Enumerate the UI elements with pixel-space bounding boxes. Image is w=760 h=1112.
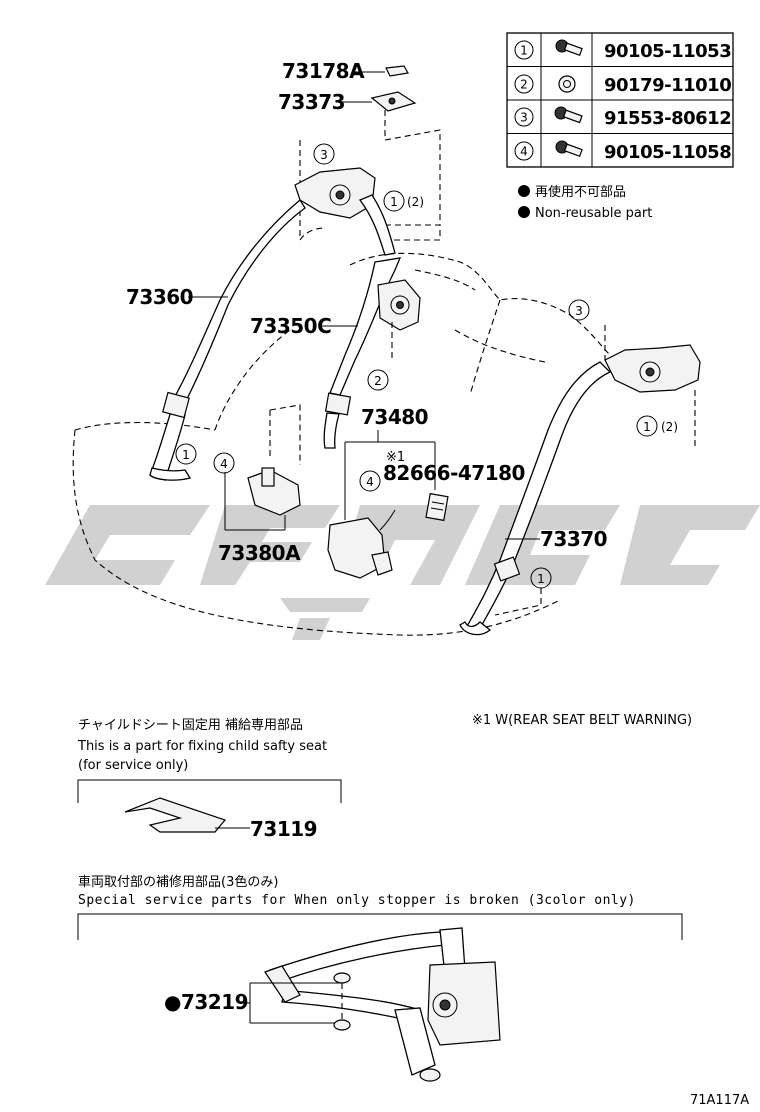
label-73380A: 73380A xyxy=(218,541,301,565)
flange-bolt-icon xyxy=(554,106,583,124)
service-section: 車両取付部の補修用部品(3色のみ) Special service parts … xyxy=(77,874,683,1082)
ref-2: 2 xyxy=(374,374,382,388)
table-part-4: 90105-11058 xyxy=(604,142,731,163)
service-jp: 車両取付部の補修用部品(3色のみ) xyxy=(78,874,278,890)
ref-3: 3 xyxy=(575,304,583,318)
table-part-1: 90105-11053 xyxy=(604,41,731,62)
ref-2-paren: (2) xyxy=(407,195,424,209)
ref-3: 3 xyxy=(320,148,328,162)
ref-1: 1 xyxy=(182,448,190,462)
fastener-table: 1 2 3 4 90105-11053 90179-11010 91553-80… xyxy=(506,32,734,168)
legend-jp: 再使用不可部品 xyxy=(535,184,626,200)
ref-1: 1 xyxy=(643,420,651,434)
non-reusable-dot-icon xyxy=(518,206,530,218)
label-73178A: 73178A xyxy=(282,59,365,83)
table-part-3: 91553-80612 xyxy=(604,108,731,129)
non-reusable-dot-icon xyxy=(518,185,530,197)
belt-73370: 73370 xyxy=(459,325,701,636)
table-num-2: 2 xyxy=(520,78,528,92)
legend-en: Non-reusable part xyxy=(535,206,652,221)
ref-1: 1 xyxy=(390,195,398,209)
anchor-parts: 73178A 73373 xyxy=(278,59,441,240)
child-seat-jp: チャイルドシート固定用 補給専用部品 xyxy=(78,718,303,733)
legend: 再使用不可部品 Non-reusable part xyxy=(518,184,652,221)
child-seat-en2: (for service only) xyxy=(78,758,188,773)
diagram-code: 71A117A xyxy=(690,1093,749,1108)
bolt-references: 3 1 (2) 2 3 1 (2) 1 4 4 1 xyxy=(175,143,678,616)
belt-73360: 73360 xyxy=(126,167,396,481)
child-seat-section: チャイルドシート固定用 補給専用部品 This is a part for fi… xyxy=(77,718,342,841)
nut-icon xyxy=(558,75,576,93)
ref-4: 4 xyxy=(220,457,228,471)
ref-2-paren: (2) xyxy=(661,420,678,434)
label-73480: 73480 xyxy=(361,405,428,429)
watermark-logo xyxy=(45,505,760,640)
table-num-4: 4 xyxy=(520,145,528,159)
note-mark: ※1 xyxy=(386,450,405,465)
service-en: Special service parts for When only stop… xyxy=(78,893,636,908)
label-73119: 73119 xyxy=(250,817,317,841)
label-73370: 73370 xyxy=(540,527,607,551)
bolt-icon xyxy=(555,39,583,57)
bolt-icon xyxy=(555,140,583,158)
label-73219: ●73219 xyxy=(164,990,248,1014)
ref-1: 1 xyxy=(537,572,545,586)
table-num-3: 3 xyxy=(520,111,528,125)
label-82666-47180: 82666-47180 xyxy=(383,461,525,485)
ref-4: 4 xyxy=(366,475,374,489)
buckle-73480: 73480 ※1 82666-47180 xyxy=(327,405,525,579)
label-73360: 73360 xyxy=(126,285,193,309)
table-num-1: 1 xyxy=(520,44,528,58)
belt-73350C: 73350C xyxy=(250,257,421,449)
label-73373: 73373 xyxy=(278,90,345,114)
label-73350C: 73350C xyxy=(250,314,331,338)
table-part-2: 90179-11010 xyxy=(604,75,731,96)
footnote: ※1 W(REAR SEAT BELT WARNING) xyxy=(472,713,692,728)
buckle-73380A: 73380A xyxy=(218,404,302,565)
child-seat-en1: This is a part for fixing child safty se… xyxy=(77,739,327,754)
